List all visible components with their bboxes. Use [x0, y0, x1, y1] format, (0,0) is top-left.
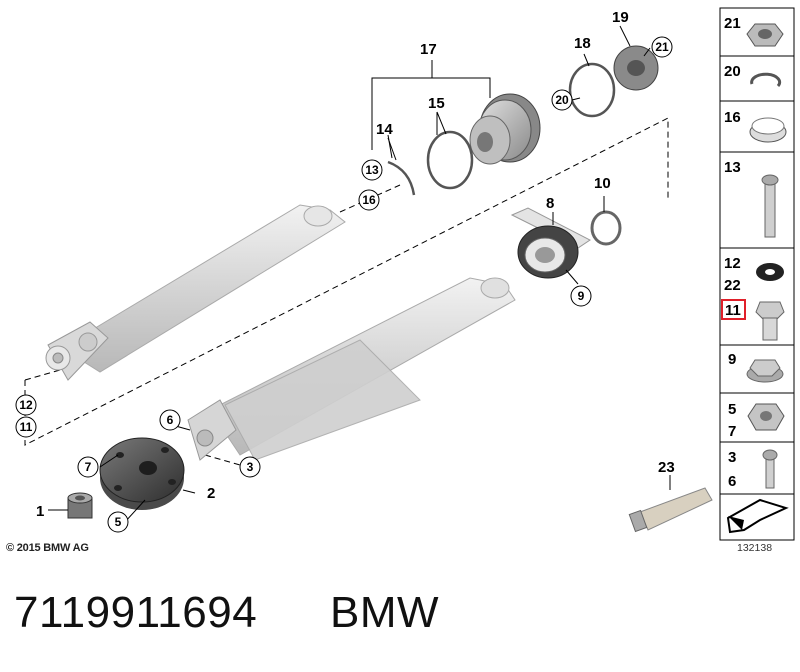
panel-label-7: 7	[728, 423, 736, 440]
lower-drive-shaft	[187, 277, 516, 461]
part-number: 7119911694	[14, 588, 258, 637]
callout-17: 17	[420, 41, 437, 58]
callout-6: 6	[167, 413, 174, 427]
flex-disc	[99, 437, 185, 510]
centering-bushing	[67, 492, 93, 519]
callout-5: 5	[115, 515, 122, 529]
panel-label-16: 16	[724, 109, 741, 126]
panel-label-6: 6	[728, 473, 736, 490]
callout-18: 18	[574, 35, 591, 52]
retaining-rings	[387, 62, 616, 196]
panel-nut-21-icon	[746, 23, 784, 47]
callout-23: 23	[658, 459, 675, 476]
callout-7: 7	[85, 460, 92, 474]
callout-15: 15	[428, 95, 445, 112]
leader-lines	[48, 25, 671, 523]
callout-12: 12	[19, 398, 33, 412]
panel-circlip-20-icon	[750, 72, 782, 88]
grease-tube	[628, 487, 713, 533]
panel-nut-9-icon	[746, 359, 784, 383]
upper-drive-shaft	[45, 204, 346, 381]
panel-label-11: 11	[725, 302, 741, 319]
callout-3: 3	[247, 460, 254, 474]
callout-13: 13	[365, 163, 379, 177]
upper-joint	[45, 321, 109, 381]
panel-bolt-3-icon	[762, 449, 778, 489]
parts-diagram: 1 2 8 10 14 15 17 18 19 23 3 5 6 7 9 11 …	[15, 7, 795, 541]
shaft-seal-ring	[590, 210, 622, 246]
callout-2: 2	[207, 485, 215, 502]
panel-label-9: 9	[728, 351, 736, 368]
panel-label-20: 20	[724, 63, 741, 80]
flange-assembly	[469, 93, 541, 165]
circled-callouts	[15, 36, 673, 533]
copyright-text: © 2015 BMW AG	[6, 542, 89, 554]
highlight-box	[721, 299, 746, 320]
callout-9: 9	[578, 289, 585, 303]
panel-washer-12-icon	[756, 263, 784, 281]
brand-name: BMW	[330, 588, 440, 637]
center-bearing	[510, 207, 591, 279]
drawing-number: 132138	[737, 542, 773, 554]
callout-16: 16	[362, 193, 376, 207]
panel-label-5: 5	[728, 401, 736, 418]
panel-label-13: 13	[724, 159, 741, 176]
callout-19: 19	[612, 9, 629, 26]
panel-bolt-13-icon	[761, 174, 779, 238]
callout-8: 8	[546, 195, 554, 212]
panel-nut-5-icon	[747, 403, 785, 431]
callout-21: 21	[655, 40, 669, 54]
panel-arrow-icon	[726, 498, 789, 534]
callout-1: 1	[36, 503, 44, 520]
callout-20: 20	[555, 93, 569, 107]
lower-joint	[187, 399, 237, 461]
panel-clamp-16-icon	[749, 117, 787, 143]
panel-label-3: 3	[728, 449, 736, 466]
callout-14: 14	[376, 121, 393, 138]
callout-10: 10	[594, 175, 611, 192]
callout-11: 11	[20, 420, 33, 434]
panel-bolt-11-icon	[755, 301, 785, 341]
panel-label-12: 12	[724, 255, 741, 272]
cover-plate	[613, 45, 659, 91]
panel-label-21: 21	[724, 15, 741, 32]
panel-label-22: 22	[724, 277, 741, 294]
parts-panel: 21 20 16 13 12 22 11 9 5 7 3 6	[719, 7, 795, 541]
